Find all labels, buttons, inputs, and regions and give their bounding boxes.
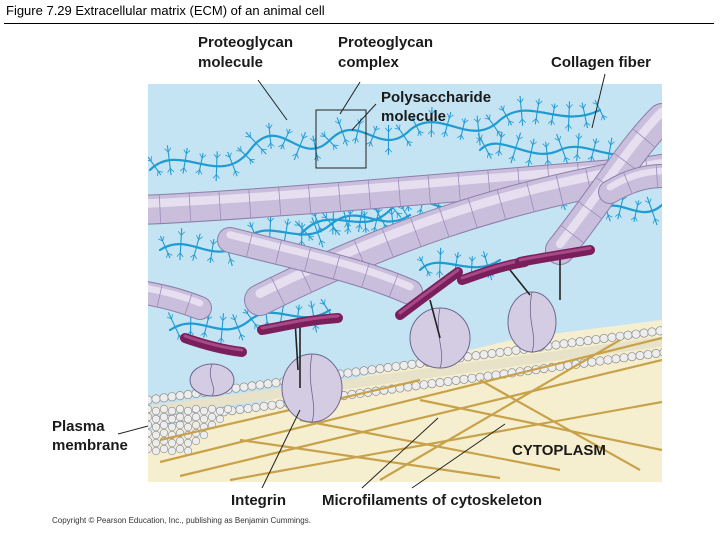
leader-microfilament-1 [361,417,439,489]
lipid-tail-layer [148,336,662,416]
proteoglycan-network [148,95,662,346]
collagen-fiber [218,228,422,304]
proteoglycan-core-strand [158,213,412,253]
leader-integrin [261,409,301,489]
title-divider [4,23,714,24]
leader-proteoglycan-complex [339,81,361,115]
microfilament [419,398,662,452]
label-cytoplasm: CYTOPLASM [512,442,606,459]
label-collagen-fiber: Collagen fiber [551,54,651,71]
microfilament [179,358,662,478]
integrin-protein [189,363,235,397]
integrin-proteins [189,291,557,423]
microfilament [299,418,561,472]
proteoglycan-complex-box [315,109,367,169]
collagen-fiber [148,282,211,319]
microfilament [479,379,641,471]
proteoglycan-core-strand [148,108,602,172]
label-proteoglycan-molecule: Proteoglycan molecule [198,34,297,71]
microfilament [379,339,621,481]
copyright-notice: Copyright © Pearson Education, Inc., pub… [52,516,311,525]
leader-microfilament-2 [411,423,506,489]
microfilament [239,438,501,480]
label-integrin: Integrin [231,492,286,509]
integrin-protein [507,291,557,353]
label-polysaccharide-molecule: Polysaccharide molecule [381,89,495,125]
proteoglycan-core-strand [168,308,332,332]
fibronectin [257,313,343,335]
leader-lines [117,73,606,489]
fibronectin [515,245,595,267]
fibronectin-tether [509,269,531,296]
plasma-membrane-bilayer [148,326,662,456]
label-plasma-membrane: Plasma membrane [52,418,128,454]
label-microfilaments: Microfilaments of cytoskeleton [322,492,542,509]
fibronectin [180,333,247,357]
collagen-fiber [599,165,662,203]
collagen-fibers [148,103,662,320]
fibronectin [395,267,463,320]
leader-proteoglycan-molecule [257,79,288,121]
leader-collagen [591,73,606,129]
slide-title: Figure 7.29 Extracellular matrix (ECM) o… [6,3,325,18]
fibronectin-strands [180,245,595,388]
label-proteoglycan-complex: Proteoglycan complex [338,34,437,71]
leader-polysaccharide [351,103,377,131]
leader-plasma-membrane [117,425,149,435]
integrin-protein [281,353,343,423]
fibronectin-tether [429,299,441,339]
